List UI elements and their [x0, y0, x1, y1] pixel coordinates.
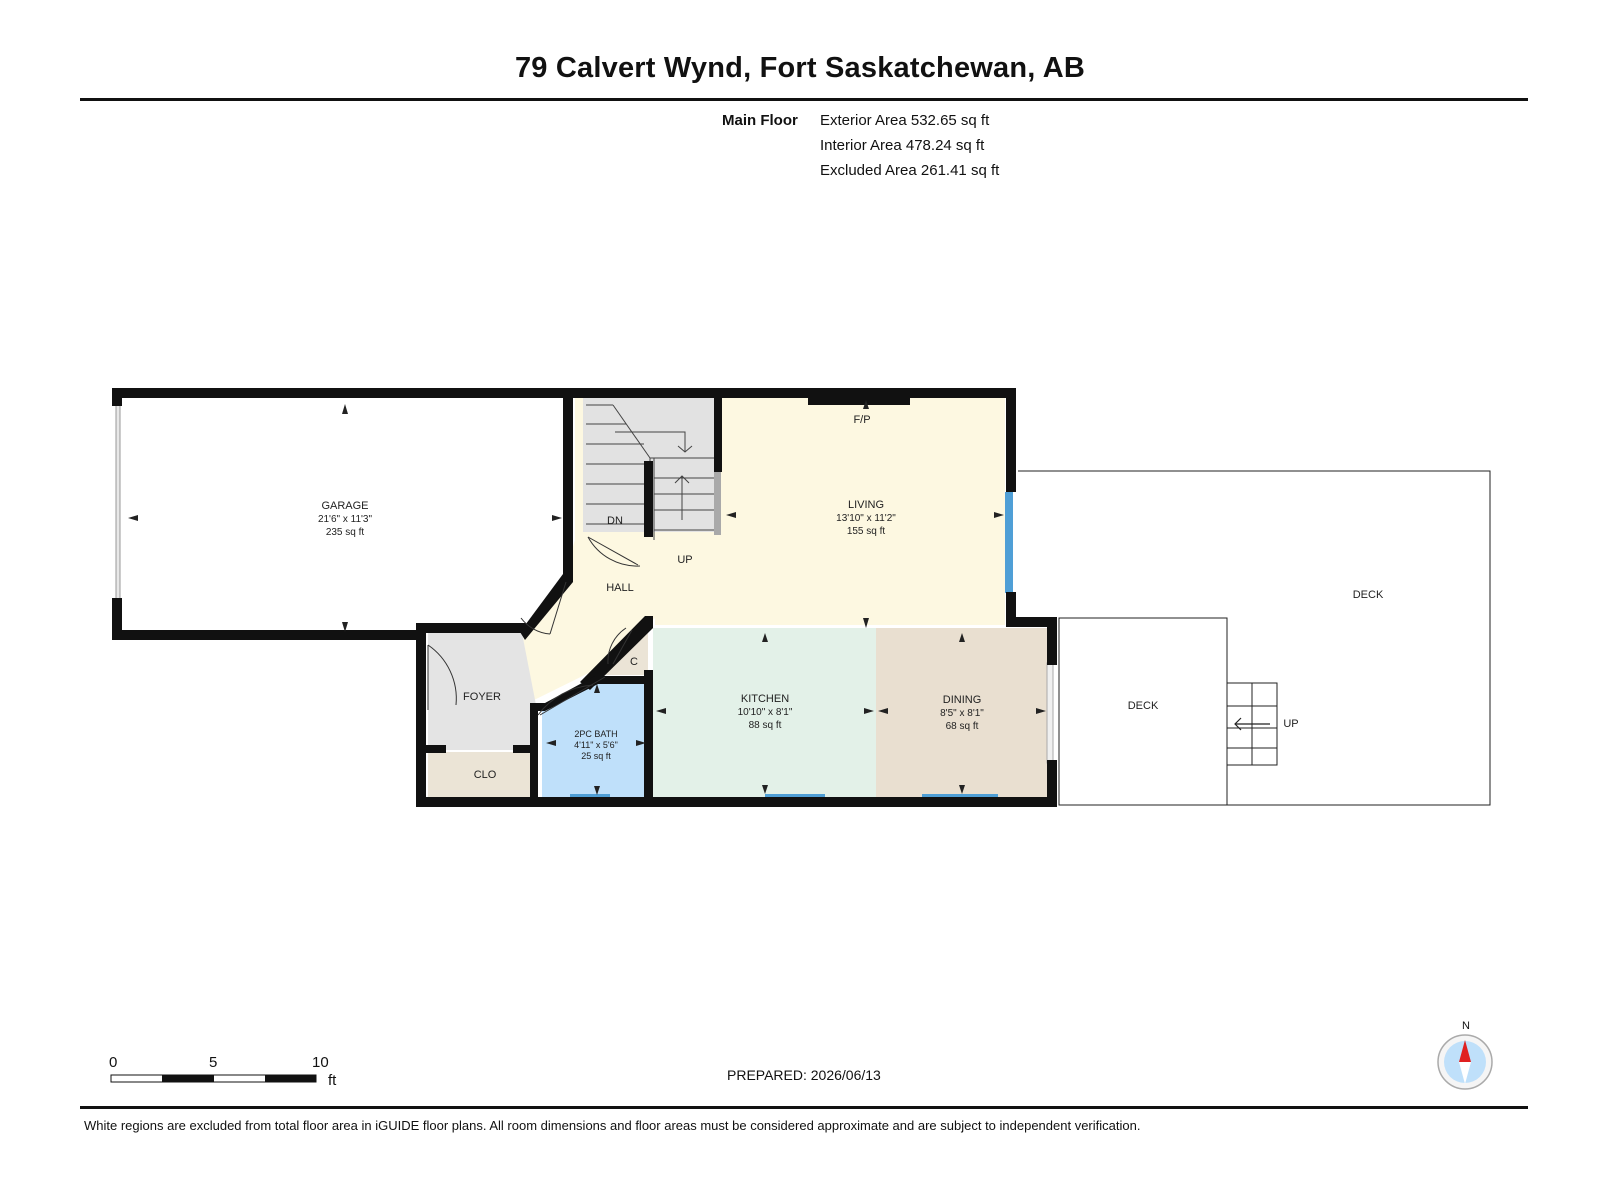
page-title: 79 Calvert Wynd, Fort Saskatchewan, AB	[514, 52, 1086, 84]
bath-area: 25 sq ft	[581, 751, 611, 761]
stairs-up-label: UP	[677, 554, 692, 566]
compass-north-label: N	[1462, 1020, 1470, 1032]
scale-tick-5: 5	[209, 1054, 218, 1071]
garage-name: GARAGE	[321, 500, 368, 512]
living-window	[1005, 492, 1013, 593]
compass-icon	[1437, 1034, 1493, 1090]
interior-area: Interior Area 478.24 sq ft	[820, 137, 985, 154]
living-area: 155 sq ft	[847, 526, 886, 537]
deck-stairs-up-label: UP	[1283, 718, 1298, 730]
decks	[1018, 470, 1491, 806]
dining-slider	[1046, 662, 1054, 764]
dining-fill	[876, 628, 1049, 797]
prepared-date: PREPARED: 2026/06/13	[727, 1067, 881, 1083]
room-labels: GARAGE 21'6" x 11'3" 235 sq ft LIVING 13…	[318, 414, 1384, 781]
garage-area: 235 sq ft	[326, 527, 365, 538]
hall-door-swing	[520, 617, 551, 635]
fireplace-label: F/P	[853, 414, 870, 426]
dining-dims: 8'5" x 8'1"	[940, 708, 984, 719]
garage-fill	[118, 397, 564, 630]
foyer-west-wall	[416, 623, 426, 807]
excluded-area: Excluded Area 261.41 sq ft	[820, 162, 1000, 179]
scale-unit: ft	[328, 1072, 337, 1089]
fireplace	[808, 397, 910, 405]
door-swings	[427, 536, 641, 716]
dimension-markers	[128, 400, 1046, 795]
area-summary: Exterior Area 532.65 sq ft Interior Area…	[820, 108, 999, 183]
deck-small-label: DECK	[1128, 700, 1159, 712]
scale-bar	[110, 1074, 317, 1083]
bath-fill	[542, 680, 648, 797]
south-wall	[416, 797, 1056, 807]
bath-door-swing	[537, 684, 594, 716]
foyer-fill	[428, 633, 537, 750]
stairs-down-label: DN	[607, 515, 623, 527]
bath-dims: 4'11" x 5'6"	[574, 740, 618, 750]
deck-main-outline	[1018, 470, 1491, 806]
foyer-door-swing	[427, 644, 457, 706]
garage-door-window	[115, 404, 121, 601]
garage-dims: 21'6" x 11'3"	[318, 514, 373, 525]
floor-name: Main Floor	[722, 112, 798, 129]
dining-name: DINING	[943, 694, 982, 706]
room-fills	[118, 393, 1049, 797]
header-rule	[80, 98, 1528, 101]
scale-tick-0: 0	[109, 1054, 118, 1071]
deck-stairs-arrow	[1234, 717, 1270, 731]
bath-kitchen-wall	[644, 670, 653, 800]
small-closet-label: C	[630, 656, 638, 668]
living-dims: 13'10" x 11'2"	[836, 513, 896, 524]
garage-east-wall	[563, 388, 573, 574]
kitchen-fill	[653, 628, 876, 797]
kitchen-area: 88 sq ft	[749, 720, 782, 731]
garage-south-wall	[112, 630, 426, 640]
kitchen-dims: 10'10" x 8'1"	[738, 707, 793, 718]
exterior-area: Exterior Area 532.65 sq ft	[820, 112, 990, 129]
closet-label: CLO	[474, 769, 497, 781]
footer-rule	[80, 1106, 1528, 1109]
disclaimer: White regions are excluded from total fl…	[84, 1118, 1141, 1133]
walls	[112, 388, 1057, 807]
closet-fill	[428, 752, 537, 797]
dining-area: 68 sq ft	[946, 721, 979, 732]
east-wall-upper	[1006, 388, 1016, 492]
kitchen-name: KITCHEN	[741, 693, 789, 705]
hall-label: HALL	[606, 582, 634, 594]
foyer-label: FOYER	[463, 691, 501, 703]
living-name: LIVING	[848, 499, 884, 511]
scale-tick-10: 10	[312, 1054, 329, 1071]
deck-main-label: DECK	[1353, 589, 1384, 601]
foyer-north-wall	[416, 623, 526, 633]
bath-name: 2PC BATH	[574, 729, 617, 739]
